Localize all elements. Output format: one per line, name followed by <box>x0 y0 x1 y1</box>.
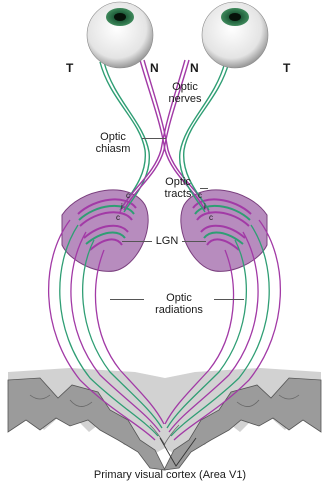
lgn-left-layer-mark-1: c <box>126 190 130 202</box>
optic-tracts-leader <box>200 188 208 189</box>
optic-chiasm-line-2: chiasm <box>90 143 136 155</box>
lgn-right-layer-mark-2: i <box>204 201 206 213</box>
right-pupil <box>229 13 241 21</box>
optic-nerves-line-2: nerves <box>163 93 207 105</box>
right-eye <box>202 2 268 68</box>
optic-chiasm-leader <box>142 138 166 139</box>
left-eye <box>87 2 153 68</box>
optic-radiations-line-1: Optic <box>146 292 212 304</box>
cortex-section <box>8 368 321 470</box>
optic-nerves-label: Optic nerves <box>163 81 207 105</box>
lgn-right-layer-mark-1: c <box>198 190 202 202</box>
optic-tracts-line-2: tracts <box>156 188 200 200</box>
optic-radiations-leader-right <box>214 299 244 300</box>
temporal-label-right: T <box>283 62 290 74</box>
optic-radiations-line-2: radiations <box>146 304 212 316</box>
optic-radiations-leader-left <box>110 299 144 300</box>
temporal-label-left: T <box>66 62 73 74</box>
lgn-right-layer-mark-3: c <box>209 212 213 224</box>
optic-nerves-line-1: Optic <box>163 81 207 93</box>
cortex-label: Primary visual cortex (Area V1) <box>80 469 260 481</box>
optic-tracts-label: Optic tracts <box>156 176 200 200</box>
lgn-leader-left <box>122 241 152 242</box>
optic-tracts-line-1: Optic <box>156 176 200 188</box>
optic-chiasm-label: Optic chiasm <box>90 131 136 155</box>
optic-radiations-label: Optic radiations <box>146 292 212 316</box>
lgn-left-layer-mark-2: i <box>121 201 123 213</box>
nasal-label-left: N <box>150 62 159 74</box>
optic-chiasm-line-1: Optic <box>90 131 136 143</box>
lgn-left-layer-mark-3: c <box>116 212 120 224</box>
left-pupil <box>114 13 126 21</box>
lgn-label: LGN <box>154 235 180 247</box>
lgn-leader-right <box>182 241 206 242</box>
nasal-label-right: N <box>190 62 199 74</box>
